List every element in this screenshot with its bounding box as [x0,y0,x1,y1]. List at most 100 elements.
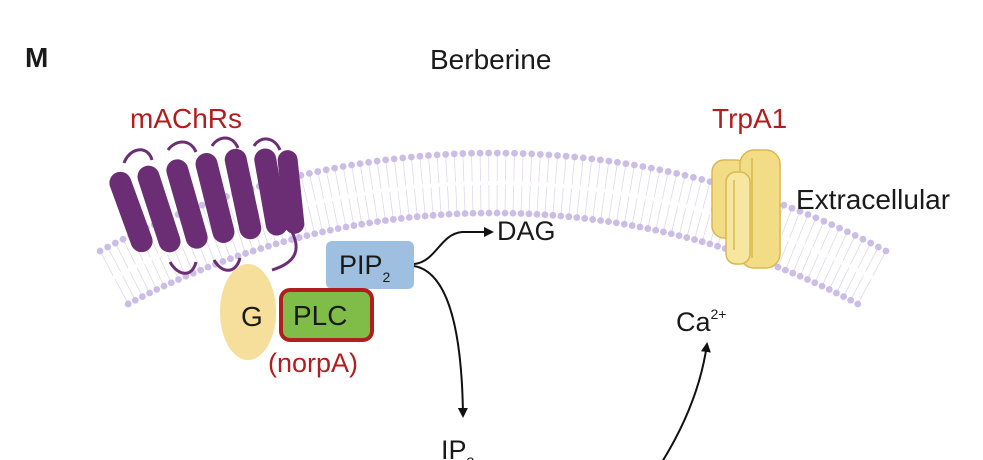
lipid-tail [623,196,630,225]
lipid-tail [368,162,374,191]
lipid-head [571,153,579,161]
lipid-head [774,263,782,271]
lipid-tail [789,211,801,238]
lipid-tail [438,186,442,215]
lipid-tail [579,157,584,186]
lipid-head [652,226,660,234]
lipid-tail [835,231,848,258]
lipid-tail [865,246,879,273]
lipid-head [272,240,280,248]
lipid-head [167,279,175,287]
lipid-tail [857,242,872,269]
lipid-tail [600,192,605,221]
lipid-head [528,150,536,158]
lipid-head [476,149,484,157]
lipid-tail [122,275,136,301]
lipid-tail [615,195,622,223]
lipid-head [660,228,667,236]
lipid-tail [455,185,458,214]
lipid-tail [462,153,465,182]
lipid-head [219,258,227,265]
lipid-head [588,155,596,163]
lipid-tail [670,206,679,234]
lipid-tail [372,193,378,222]
lipid-tail [637,166,644,195]
lipid-tail [828,264,842,290]
calcium-label: Ca2+ [676,306,726,337]
lipid-head [689,173,697,181]
lipid-head [565,213,573,221]
lipid-tail [389,191,394,220]
lipid-head [804,276,811,283]
lipid-tail [226,196,236,224]
lipid-tail [376,161,382,189]
lipid-head [442,150,450,158]
lipid-tail [324,202,331,231]
lipid-head [450,150,458,158]
lipid-tail [414,188,418,217]
g-protein-label: G [241,301,263,332]
lipid-tail [430,187,434,216]
lipid-head [788,204,796,212]
lipid-head [198,201,206,209]
lipid-head [319,228,326,236]
lipid-head [836,224,844,232]
lipid-tail [544,186,548,215]
lipid-tail [814,257,827,283]
lipid-head [647,164,655,172]
lipid-head [356,160,364,168]
lipid-head [358,220,366,228]
lipid-head [322,166,330,174]
lipid-tail [608,193,614,222]
lipid-tail [528,185,531,214]
lipid-head [469,209,477,217]
lipid-head [493,149,501,157]
lipid-tail [596,159,601,188]
lipid-tail [419,156,423,185]
lipid-tail [114,242,129,269]
lipid-head [536,150,544,158]
lipid-tail [836,267,850,294]
trpa1-channel-icon [711,149,781,269]
lipid-head [596,156,604,164]
lipid-head [804,211,812,218]
ligand-label: Berberine [430,44,551,75]
lipid-head [234,252,242,260]
lipid-head [227,255,234,263]
lipid-head [365,158,372,166]
lipid-tail [201,205,213,232]
lipid-head [683,234,691,241]
lipid-head [620,220,628,228]
lipid-head [851,232,859,239]
ip3-to-calcium-arrow [662,342,711,460]
lipid-tail [584,190,589,219]
lipid-head [612,219,620,227]
lipid-tail [340,199,347,228]
lipid-head [714,242,721,250]
lipid-tail [843,271,857,297]
lipid-head [811,279,819,287]
lipid-tail [356,196,363,225]
lipid-head [818,282,826,290]
pip2-label: PIP2 [339,250,391,285]
lipid-tail [797,214,809,241]
lipid-tail [402,157,407,186]
lipid-head [124,300,132,308]
lipid-tail [546,154,550,183]
lipid-head [153,286,161,293]
plc-box [279,288,374,342]
lipid-tail [701,214,711,242]
lipid-head [656,166,664,174]
lipid-tail [678,175,686,203]
lipid-tail [471,185,474,214]
lipid-head [545,151,553,159]
lipid-head [461,210,469,217]
lipid-tail [552,187,556,216]
lipid-head [493,209,501,217]
lipid-head [541,211,549,219]
lipid-head [589,216,597,223]
lipid-tail [538,154,541,183]
lipid-head [789,269,797,277]
lipid-head [350,222,358,229]
lipid-tail [521,153,524,182]
